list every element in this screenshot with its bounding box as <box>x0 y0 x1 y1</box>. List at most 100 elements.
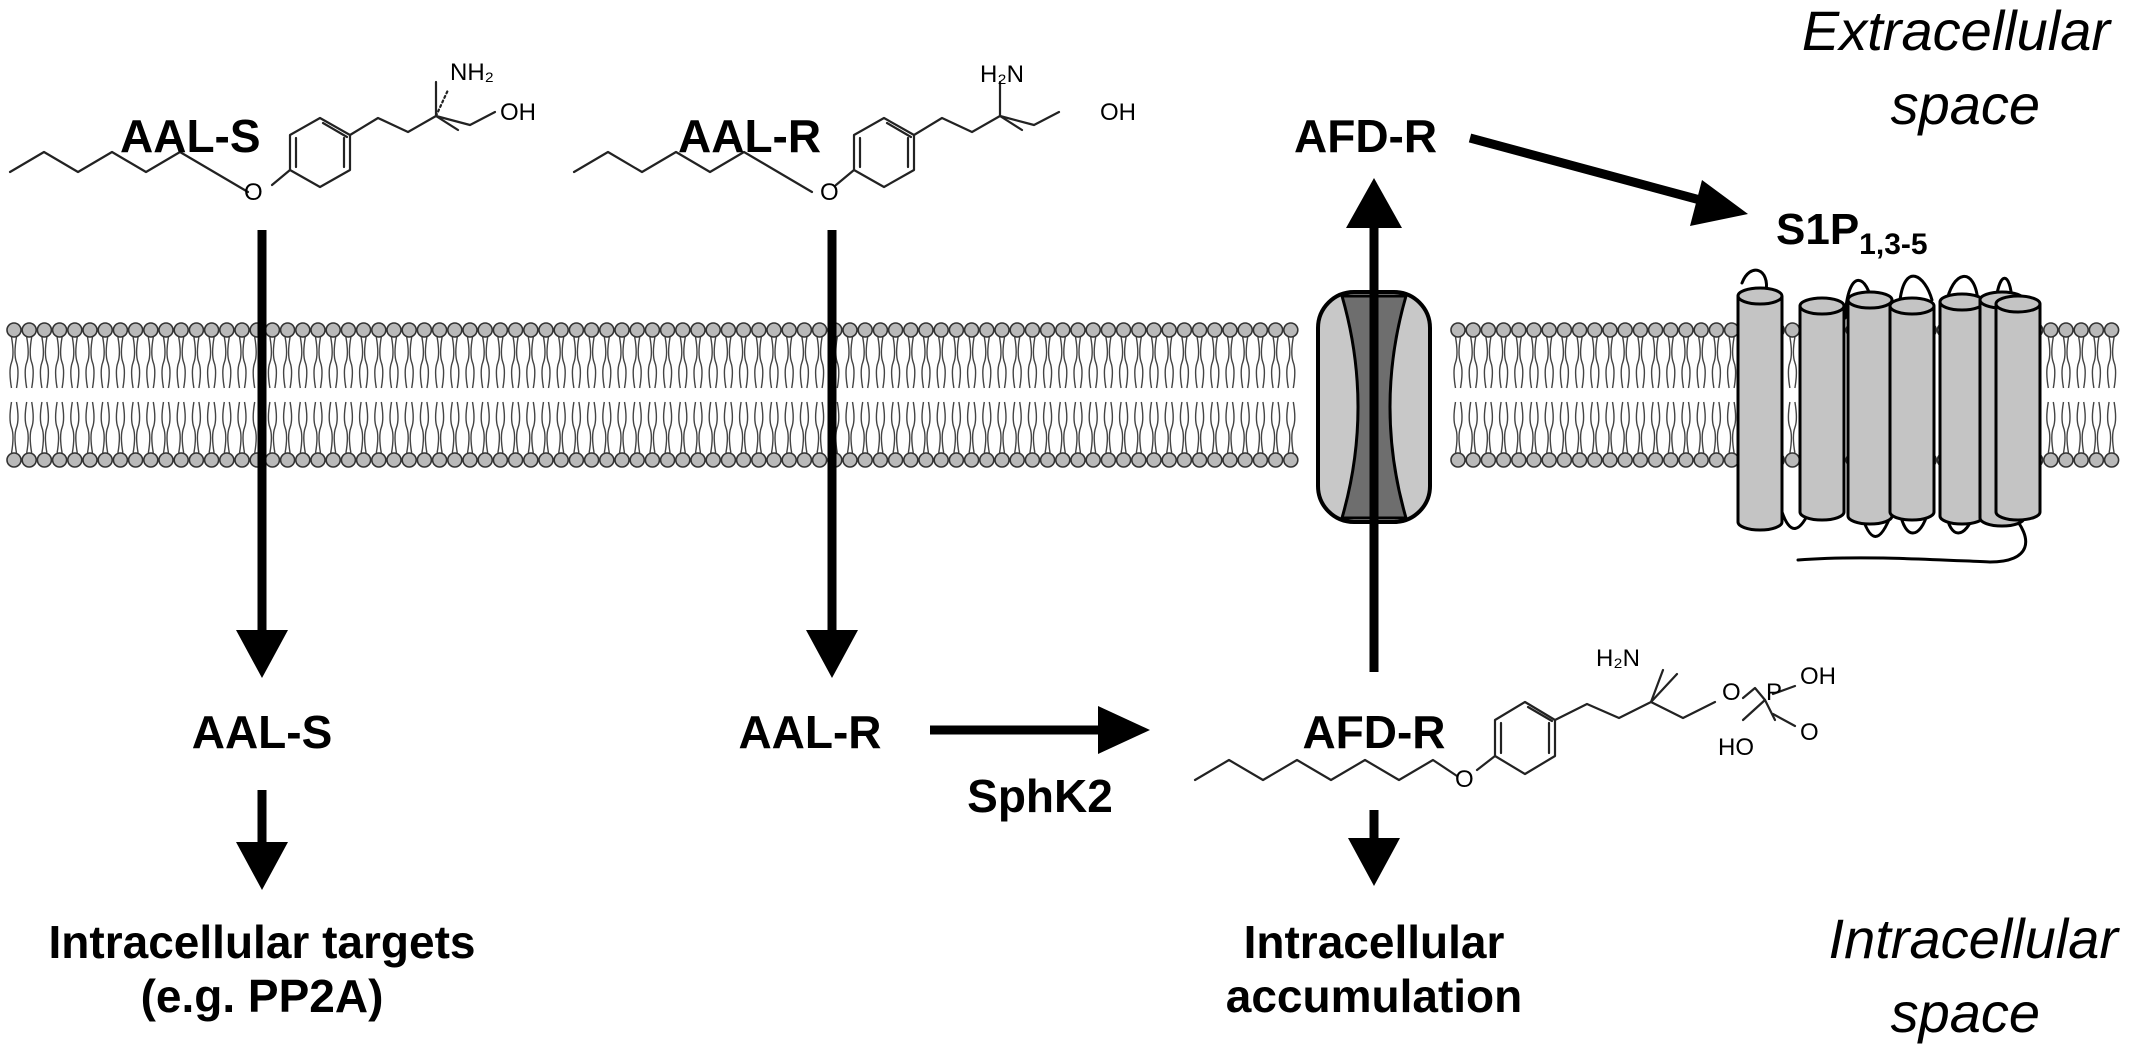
lipid-head <box>1267 452 1284 468</box>
aal-s-top-label: AAL-S <box>120 110 261 162</box>
lipid-head <box>1131 452 1147 468</box>
lipid-tail <box>541 401 546 454</box>
lipid-tail <box>561 401 566 454</box>
lipid-head <box>1009 322 1026 338</box>
lipid-tail <box>678 336 683 389</box>
phosphate-oxygen-label: O <box>1800 719 1819 746</box>
lipid-tail <box>485 336 490 389</box>
lipid-head <box>1100 452 1117 468</box>
lipid-head <box>1222 322 1238 338</box>
lipid-tail <box>1488 336 1494 389</box>
lipid-tail <box>2051 401 2056 454</box>
lipid-tail <box>1473 401 1478 454</box>
outcome-left-line2: (e.g. PP2A) <box>141 970 384 1022</box>
lipid-head <box>1070 452 1086 468</box>
lipid-head <box>112 322 129 338</box>
lipid-tail <box>708 336 713 389</box>
lipid-tail <box>1514 401 1519 454</box>
lipid-tail <box>1073 336 1078 389</box>
lipid-tail <box>465 401 470 454</box>
lipid-tail <box>2051 336 2056 389</box>
lipid-tail <box>1063 336 1068 389</box>
lipid-head <box>1526 322 1542 338</box>
lipid-tail <box>890 336 896 389</box>
oxygen-label: O <box>1455 766 1474 793</box>
transmembrane-helix <box>1994 294 2042 522</box>
lipid-tail <box>1240 401 1245 454</box>
lipid-tail <box>1058 401 1063 454</box>
lipid-tail <box>1468 336 1473 389</box>
lipid-head <box>1009 452 1026 468</box>
lipid-head <box>6 322 22 338</box>
lipid-tail <box>267 401 273 454</box>
lipid-head <box>67 322 83 338</box>
lipid-tail <box>784 401 789 454</box>
lipid-head <box>1480 452 1497 468</box>
lipid-tail <box>1169 336 1174 389</box>
lipid-tail <box>14 336 19 389</box>
lipid-head <box>933 452 950 468</box>
lipid-tail <box>799 401 805 454</box>
lipid-head <box>1602 452 1618 468</box>
lipid-tail <box>850 336 855 389</box>
lipid-tail <box>191 336 197 389</box>
lipid-head <box>1131 322 1147 338</box>
lipid-tail <box>906 336 911 389</box>
lipid-tail <box>637 401 642 454</box>
lipid-head <box>1708 322 1725 338</box>
lipid-tail <box>1093 336 1098 389</box>
lipid-tail <box>890 401 896 454</box>
lipid-head <box>1784 322 1801 338</box>
lipid-tail <box>652 336 658 389</box>
lipid-head <box>705 322 722 338</box>
lipid-head <box>1161 322 1177 338</box>
lipid-tail <box>1199 401 1205 454</box>
lipid-tail <box>936 336 941 389</box>
lipid-head <box>2103 452 2120 468</box>
lipid-head <box>1267 322 1284 338</box>
lipid-head <box>568 452 585 468</box>
lipid-tail <box>895 336 901 389</box>
lipid-tail <box>880 336 886 389</box>
lipid-tail <box>75 336 80 389</box>
lipid-tail <box>1595 336 1600 389</box>
lipid-head <box>219 452 235 468</box>
lipid-head <box>674 322 691 338</box>
lipid-tail <box>678 401 683 454</box>
lipid-tail <box>409 401 414 454</box>
lipid-head <box>1617 452 1633 468</box>
lipid-tail <box>2091 336 2097 389</box>
lipid-tail <box>1210 401 1215 454</box>
lipid-tail <box>1118 336 1124 389</box>
lipid-tail <box>982 336 987 389</box>
lipid-tail <box>1093 401 1098 454</box>
lipid-tail <box>622 401 627 454</box>
lipid-tail <box>1139 401 1144 454</box>
lipid-tail <box>196 336 202 389</box>
lipid-head <box>264 452 281 468</box>
lipid-head <box>21 322 38 338</box>
lipid-tail <box>693 401 698 454</box>
lipid-head <box>811 452 828 468</box>
lipid-tail <box>1559 336 1565 389</box>
lipid-head <box>1541 452 1557 468</box>
lipid-head <box>1039 452 1056 468</box>
lipid-tail <box>389 401 394 454</box>
lipid-tail <box>637 336 642 389</box>
lipid-tail <box>1716 336 1722 389</box>
lipid-tail <box>865 401 870 454</box>
lipid-tail <box>1590 401 1595 454</box>
lipid-tail <box>2046 401 2051 454</box>
lipid-tail <box>1260 336 1266 389</box>
lipid-tail <box>819 336 825 389</box>
lipid-tail <box>723 336 729 389</box>
lipid-tail <box>1574 336 1580 389</box>
lipid-head <box>2088 452 2105 468</box>
lipid-tail <box>394 401 399 454</box>
lipid-tail <box>546 401 551 454</box>
lipid-tail <box>576 401 582 454</box>
lipid-head <box>97 452 113 468</box>
lipid-head <box>1678 322 1694 338</box>
lipid-tail <box>363 401 369 454</box>
lipid-head <box>143 452 159 468</box>
